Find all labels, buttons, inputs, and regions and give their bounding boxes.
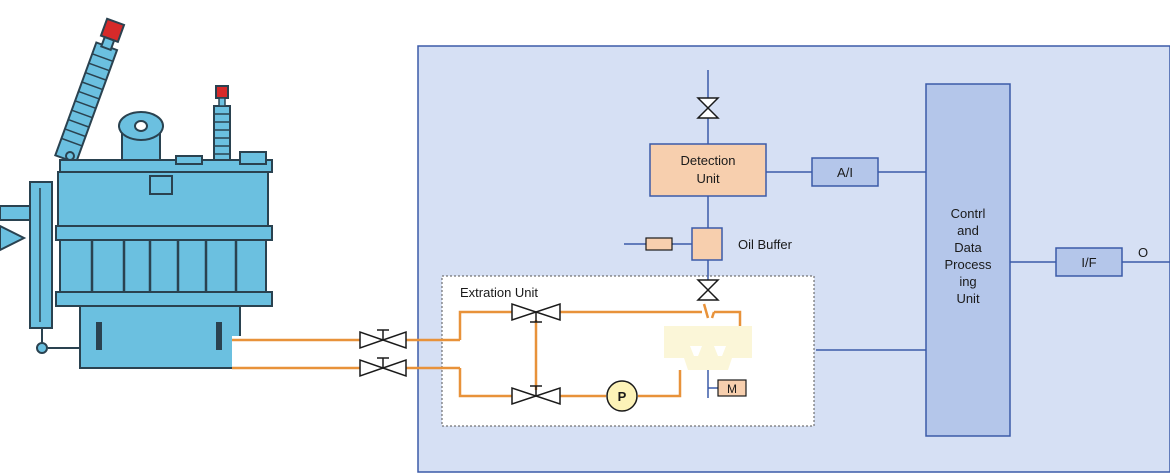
detection-unit-label: Unit — [696, 171, 720, 186]
extraction-chamber — [664, 326, 752, 370]
control-unit-label: Contrl — [951, 206, 986, 221]
control-unit-label: and — [957, 223, 979, 238]
power-transformer-icon — [0, 17, 273, 372]
pump-icon — [606, 380, 638, 412]
valve-icon — [696, 279, 720, 301]
extraction-unit-label: Extration Unit — [460, 285, 538, 300]
control-unit-label: Data — [954, 240, 982, 255]
oil-buffer-small-box — [645, 237, 673, 251]
valve-icon — [511, 302, 561, 323]
control-unit-box — [925, 83, 1011, 437]
valve-icon — [511, 385, 561, 406]
detection-unit-label: Detection — [681, 153, 736, 168]
pump-label: P — [618, 389, 627, 404]
motor-box — [717, 379, 747, 397]
valve-icon — [696, 97, 720, 119]
output-label: O — [1138, 245, 1148, 260]
interface-label: I/F — [1081, 255, 1096, 270]
control-unit-label: ing — [959, 274, 976, 289]
motor-label: M — [727, 382, 737, 396]
control-unit-label: Process — [945, 257, 992, 272]
ai-label: A/I — [837, 165, 853, 180]
bushing-cap-icon — [215, 85, 229, 99]
signal-lines — [624, 70, 1170, 398]
valve-icon — [359, 329, 407, 350]
oil-lines — [232, 303, 742, 398]
control-unit-label: Unit — [956, 291, 980, 306]
valve-icon — [359, 357, 407, 378]
oil-buffer-label: Oil Buffer — [738, 237, 793, 252]
detection-unit-box — [649, 143, 767, 197]
oil-buffer-box — [691, 227, 723, 261]
interface-box — [1055, 247, 1123, 277]
ai-box — [811, 157, 879, 187]
